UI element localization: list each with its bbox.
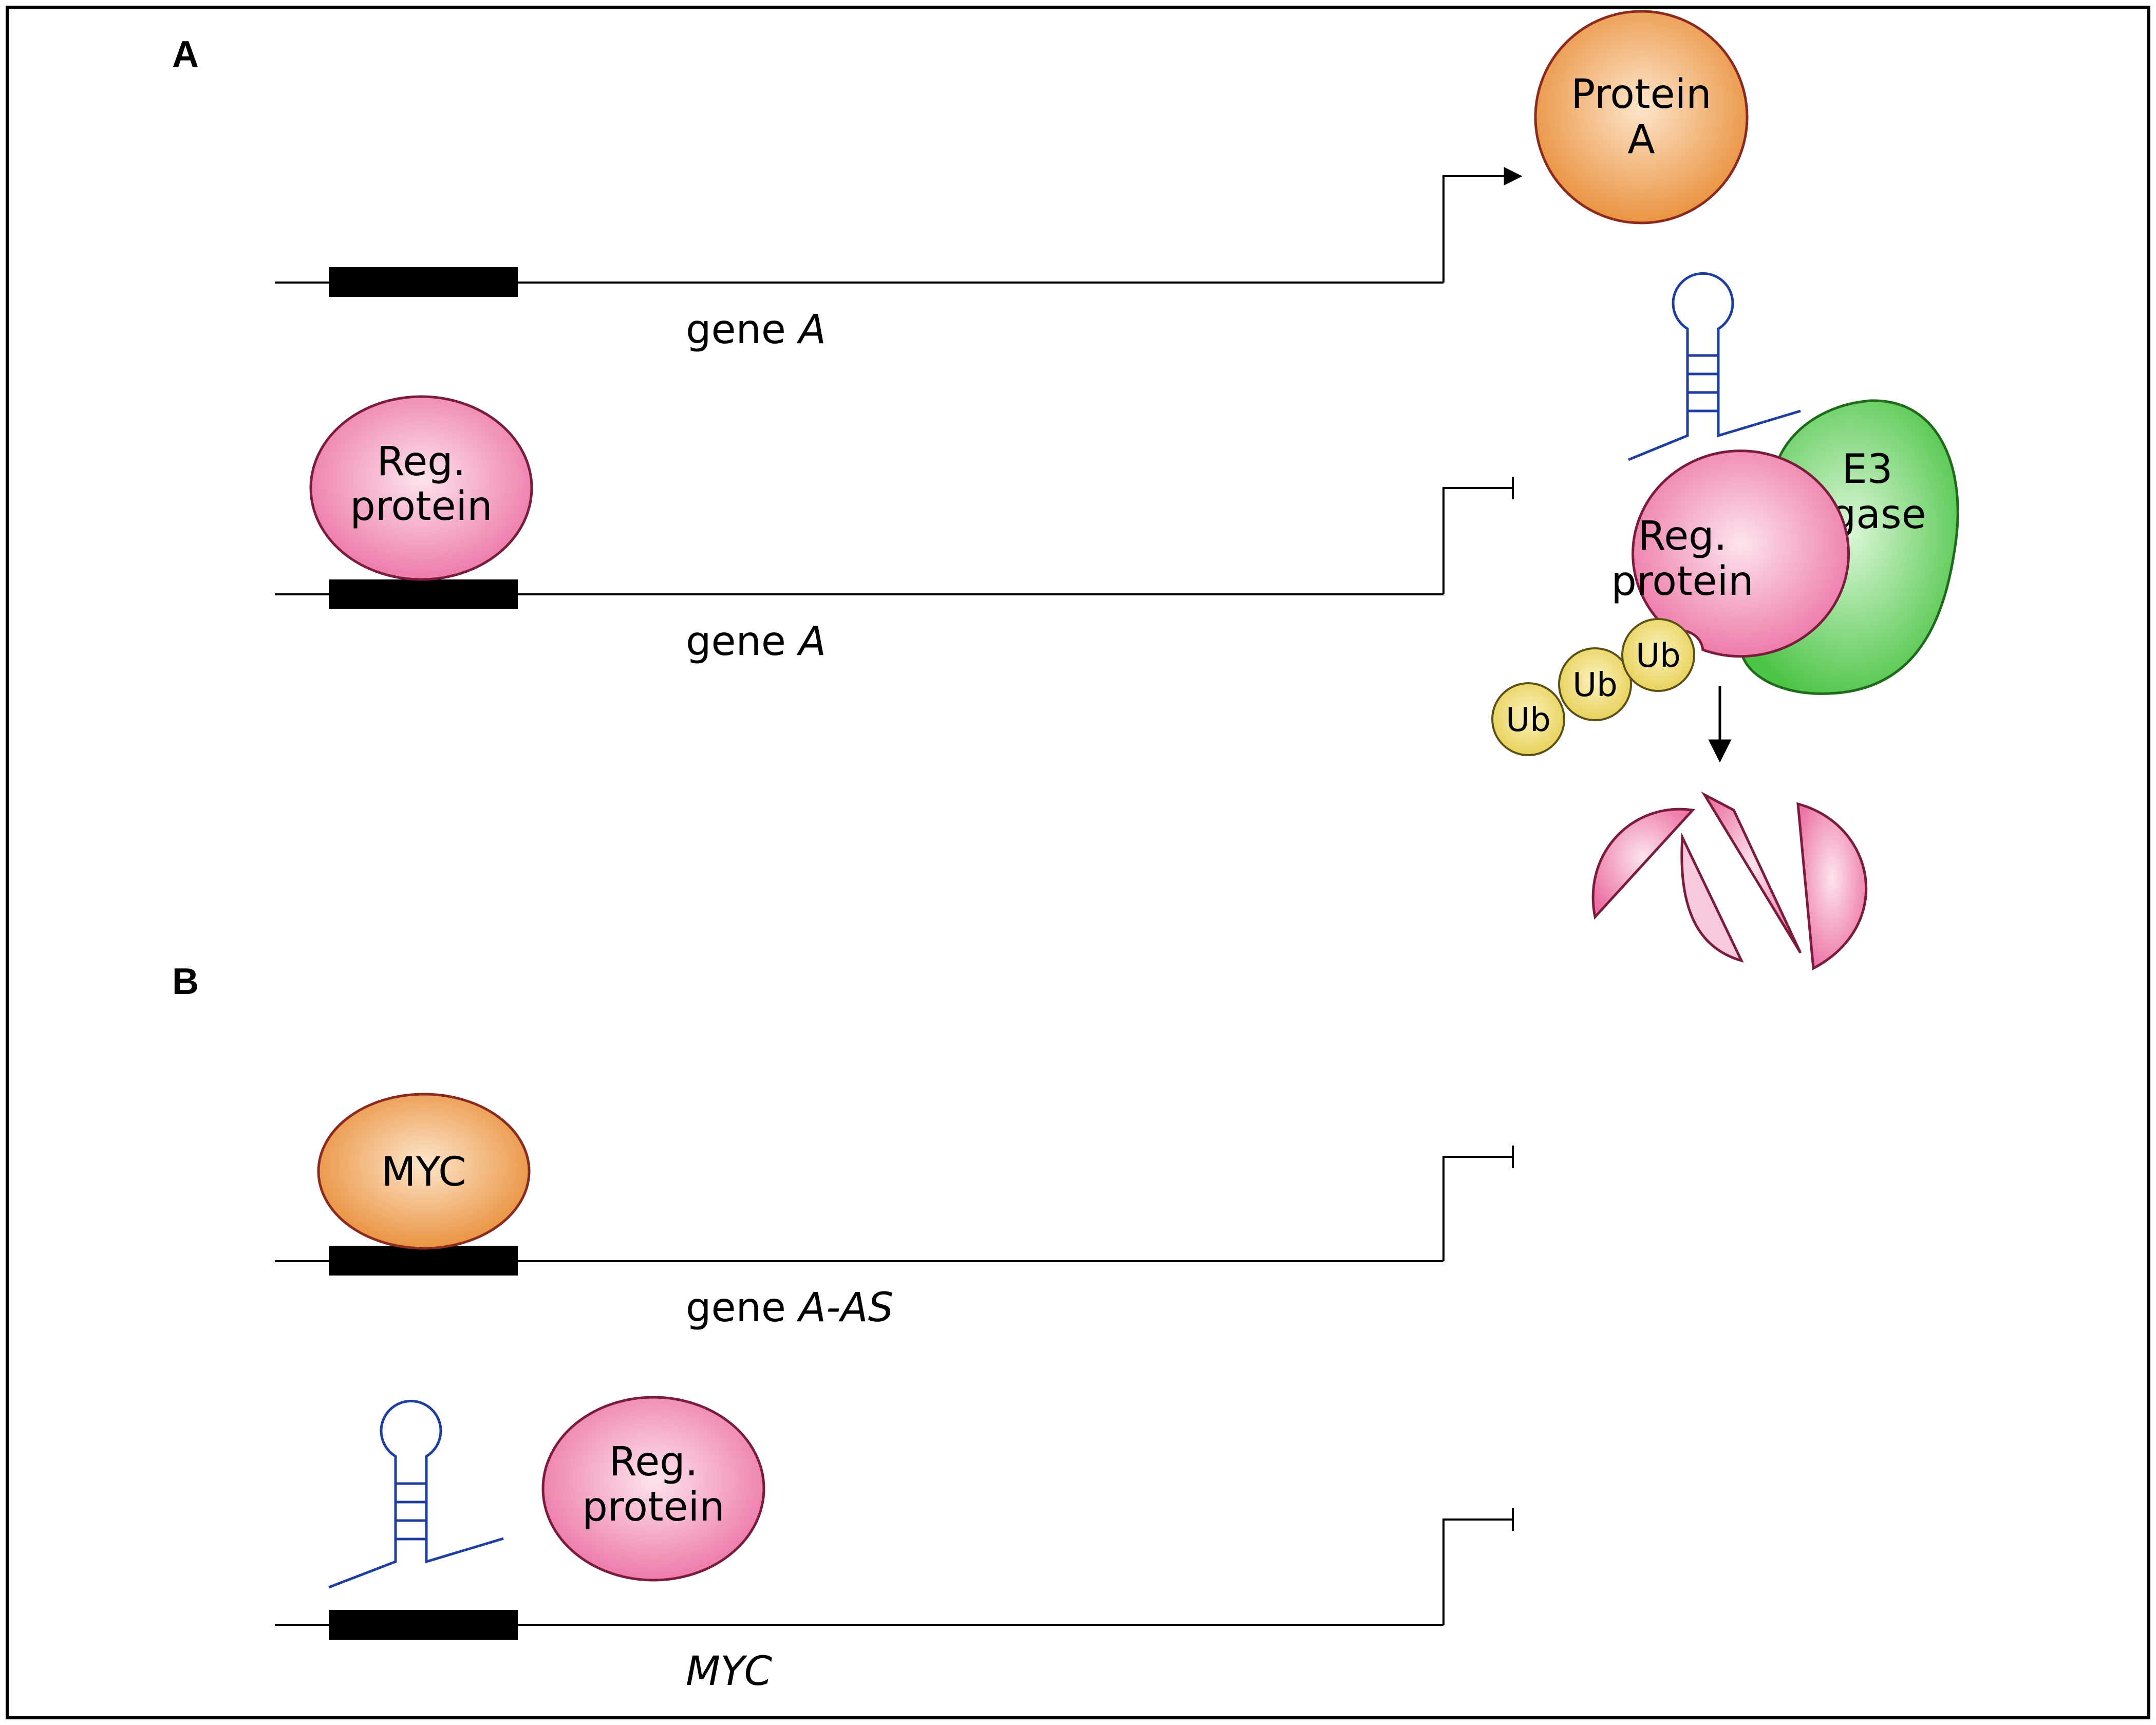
gene-label-a-as: gene A-AS <box>686 1285 893 1331</box>
gene-row-myc: MYC <box>275 1508 1514 1695</box>
gene-label-myc: MYC <box>686 1648 773 1695</box>
svg-text:Ub: Ub <box>1636 637 1680 675</box>
gene-label-bottom: gene A <box>686 618 826 665</box>
svg-text:Ub: Ub <box>1572 666 1617 704</box>
svg-text:Protein: Protein <box>1571 71 1711 118</box>
figure-border <box>6 6 2150 1719</box>
svg-text:protein: protein <box>582 1484 724 1530</box>
gene-row-a-as: gene A-AS <box>275 1146 1514 1331</box>
ubiquitin-chain: Ub Ub Ub <box>1491 618 1695 756</box>
rna-hairpin-b <box>328 1399 504 1589</box>
rna-hairpin-a <box>1628 272 1801 461</box>
reg-protein-bound: Reg. protein <box>309 395 533 581</box>
ubiquitin-3 <box>1621 618 1695 692</box>
svg-text:protein: protein <box>1611 558 1753 605</box>
gene-row-a-active: gene A <box>275 167 1523 353</box>
svg-text:E3: E3 <box>1842 446 1893 493</box>
ubiquitin-2 <box>1558 647 1632 721</box>
svg-text:Reg.: Reg. <box>377 439 466 485</box>
svg-text:Ub: Ub <box>1506 701 1550 739</box>
panel-label-a: A <box>172 34 199 75</box>
protein-a: Protein A <box>1534 10 1749 224</box>
panel-label-b: B <box>172 961 199 1002</box>
gene-label-top: gene A <box>686 307 826 353</box>
myc-protein: MYC <box>317 1093 531 1250</box>
svg-text:A: A <box>1627 117 1655 163</box>
gene-row-a-repressed: gene A <box>275 477 1514 665</box>
svg-text:Reg.: Reg. <box>1638 513 1727 559</box>
svg-text:protein: protein <box>350 483 492 530</box>
svg-text:MYC: MYC <box>381 1149 466 1195</box>
svg-text:Reg.: Reg. <box>609 1439 698 1485</box>
reg-protein-targeted: Reg. protein <box>1611 449 1850 658</box>
reg-protein-free: Reg. protein <box>541 1396 765 1582</box>
protein-fragments <box>1591 791 1868 970</box>
ubiquitin-1 <box>1491 682 1565 756</box>
